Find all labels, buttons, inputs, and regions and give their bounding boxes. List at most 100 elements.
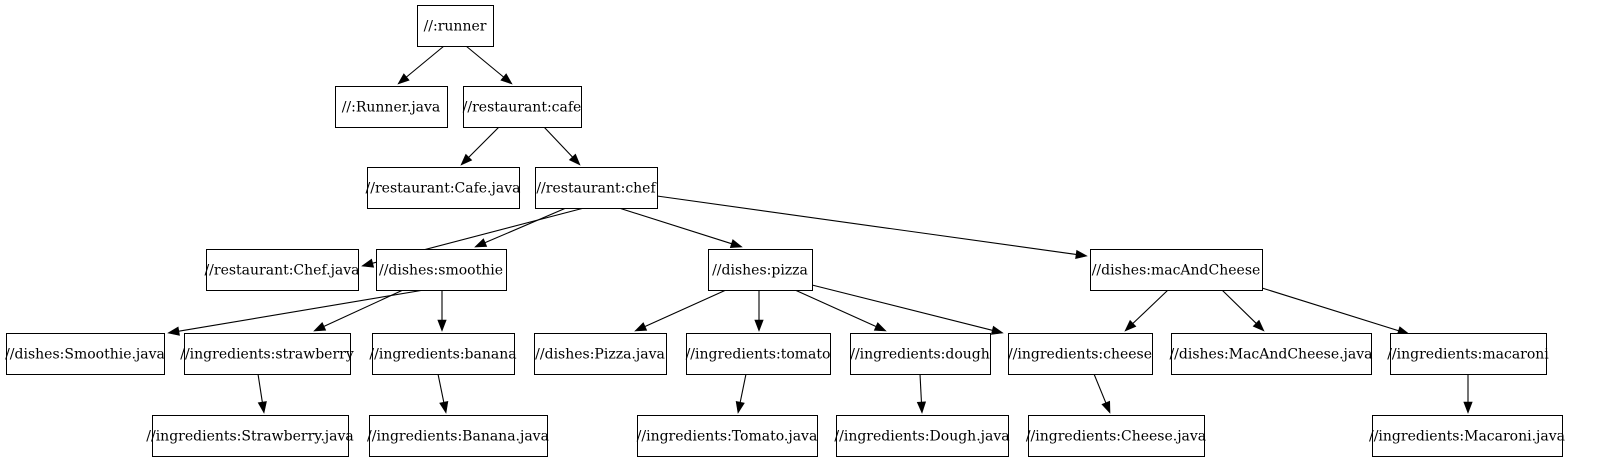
graph-node-cafe_java[interactable]: //restaurant:Cafe.java <box>366 167 521 209</box>
arrow-head-icon <box>439 400 449 414</box>
node-box[interactable] <box>1390 333 1547 375</box>
graph-edge <box>656 195 1088 260</box>
node-box[interactable] <box>708 249 813 291</box>
graph-node-tomato[interactable]: //ingredients:tomato <box>686 333 831 375</box>
graph-edge <box>460 126 500 166</box>
graph-node-smoothie_java[interactable]: //dishes:Smoothie.java <box>5 333 165 375</box>
node-label: //dishes:MacAndCheese.java <box>1169 347 1372 363</box>
graph-node-macandcheese_java[interactable]: //dishes:MacAndCheese.java <box>1169 333 1373 375</box>
graph-node-cheese[interactable]: //ingredients:cheese <box>1008 333 1153 375</box>
graph-edge <box>735 373 747 414</box>
edges-layer <box>167 45 1473 414</box>
graph-edge <box>167 289 425 336</box>
graph-node-banana_java[interactable]: //ingredients:Banana.java <box>367 415 549 457</box>
graph-node-cafe[interactable]: //restaurant:cafe <box>463 86 582 128</box>
graph-node-banana[interactable]: //ingredients:banana <box>369 333 517 375</box>
arrow-head-icon <box>397 73 410 85</box>
node-label: //ingredients:Banana.java <box>367 429 549 445</box>
graph-node-strawberry[interactable]: //ingredients:strawberry <box>180 333 354 375</box>
graph-node-macandcheese[interactable]: //dishes:macAndCheese <box>1090 249 1263 291</box>
node-label: //ingredients:Dough.java <box>834 429 1009 445</box>
node-box[interactable] <box>367 167 520 209</box>
graph-edge <box>1463 374 1473 414</box>
node-box[interactable] <box>535 167 658 209</box>
node-box[interactable] <box>369 415 548 457</box>
arrow-head-icon <box>1252 319 1265 332</box>
node-box[interactable] <box>637 415 818 457</box>
graph-edge <box>1124 289 1169 332</box>
graph-edge <box>1221 289 1265 332</box>
graph-node-macaroni_java[interactable]: //ingredients:Macaroni.java <box>1369 415 1565 457</box>
node-box[interactable] <box>372 333 515 375</box>
node-box[interactable] <box>850 333 991 375</box>
node-box[interactable] <box>686 333 831 375</box>
node-box[interactable] <box>152 415 349 457</box>
graph-edge <box>754 290 764 332</box>
arrow-head-icon <box>634 322 648 332</box>
graph-node-smoothie[interactable]: //dishes:smoothie <box>376 249 507 291</box>
graph-edge <box>257 373 267 414</box>
graph-node-tomato_java[interactable]: //ingredients:Tomato.java <box>637 415 818 457</box>
arrow-head-icon <box>916 401 927 414</box>
arrow-head-icon <box>361 258 375 268</box>
arrow-head-icon <box>474 238 488 248</box>
node-label: //ingredients:Tomato.java <box>637 429 818 445</box>
graph-edge <box>1093 373 1111 414</box>
node-box[interactable] <box>1372 415 1563 457</box>
arrow-head-icon <box>167 326 180 336</box>
node-label: //dishes:pizza <box>712 263 808 279</box>
arrow-head-icon <box>1101 400 1111 414</box>
graph-node-chef_java[interactable]: //restaurant:Chef.java <box>204 249 360 291</box>
graph-node-strawberry_java[interactable]: //ingredients:Strawberry.java <box>146 415 354 457</box>
node-box[interactable] <box>376 249 507 291</box>
graph-node-runner[interactable]: //:runner <box>417 5 494 47</box>
arrow-head-icon <box>1124 319 1137 332</box>
arrow-head-icon <box>437 319 447 332</box>
graph-node-macaroni[interactable]: //ingredients:macaroni <box>1387 333 1549 375</box>
node-label: //dishes:macAndCheese <box>1092 263 1261 279</box>
graph-node-cheese_java[interactable]: //ingredients:Cheese.java <box>1026 415 1206 457</box>
graph-edge <box>474 207 567 248</box>
node-label: //ingredients:cheese <box>1008 347 1152 363</box>
graph-edge <box>618 207 743 249</box>
graph-node-pizza[interactable]: //dishes:pizza <box>708 249 813 291</box>
node-box[interactable] <box>836 415 1009 457</box>
arrow-head-icon <box>500 73 513 85</box>
arrow-head-icon <box>460 153 473 166</box>
node-label: //ingredients:dough <box>850 347 990 363</box>
node-box[interactable] <box>463 86 582 128</box>
node-box[interactable] <box>534 333 667 375</box>
node-label: //ingredients:banana <box>369 347 516 363</box>
graph-edge <box>465 45 513 85</box>
graph-edge <box>543 126 581 166</box>
graph-edge <box>916 373 927 414</box>
node-box[interactable] <box>1028 415 1205 457</box>
arrow-head-icon <box>729 239 743 249</box>
graph-node-dough[interactable]: //ingredients:dough <box>850 333 991 375</box>
arrow-head-icon <box>313 322 327 332</box>
node-box[interactable] <box>1171 333 1372 375</box>
node-label: //ingredients:tomato <box>686 347 831 363</box>
node-label: //restaurant:cafe <box>463 100 582 116</box>
node-box[interactable] <box>1090 249 1263 291</box>
node-box[interactable] <box>417 5 494 47</box>
graph-node-dough_java[interactable]: //ingredients:Dough.java <box>834 415 1010 457</box>
node-box[interactable] <box>206 249 359 291</box>
arrow-head-icon <box>873 322 887 332</box>
arrow-head-icon <box>257 401 267 414</box>
node-box[interactable] <box>335 86 448 128</box>
graph-node-runner_java[interactable]: //:Runner.java <box>335 86 448 128</box>
graph-node-chef[interactable]: //restaurant:chef <box>535 167 658 209</box>
arrow-head-icon <box>735 400 745 414</box>
node-label: //dishes:Pizza.java <box>535 347 665 363</box>
arrow-head-icon <box>1463 401 1473 414</box>
node-label: //dishes:Smoothie.java <box>5 347 165 363</box>
node-label: //restaurant:Cafe.java <box>366 181 521 197</box>
graph-edge <box>634 289 727 332</box>
graph-node-pizza_java[interactable]: //dishes:Pizza.java <box>534 333 667 375</box>
arrow-head-icon <box>1075 249 1088 260</box>
node-box[interactable] <box>6 333 165 375</box>
node-label: //restaurant:Chef.java <box>204 263 359 279</box>
node-box[interactable] <box>1008 333 1153 375</box>
node-box[interactable] <box>184 333 351 375</box>
